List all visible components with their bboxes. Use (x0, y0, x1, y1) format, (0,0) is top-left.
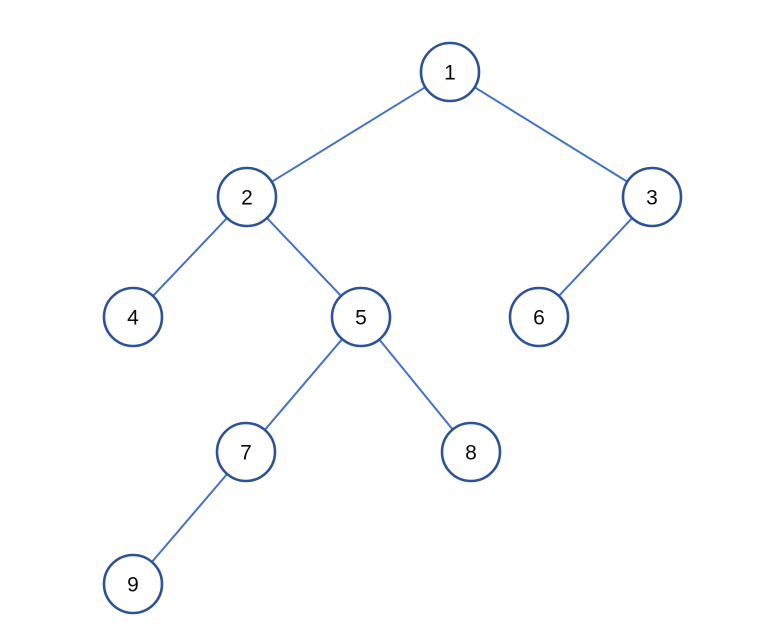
node-label-2: 2 (241, 187, 253, 210)
node-circle-7[interactable] (215, 421, 277, 483)
node-circle-2[interactable] (216, 166, 278, 228)
node-circle-8[interactable] (440, 421, 502, 483)
tree-node-4[interactable]: 4 (102, 286, 164, 348)
tree-edge-1-3 (473, 86, 629, 183)
tree-edge-1-2 (270, 86, 427, 183)
tree-node-6[interactable]: 6 (508, 286, 570, 348)
nodes-layer: 1 2 3 4 5 6 7 8 9 (102, 41, 683, 615)
tree-node-8[interactable]: 8 (440, 421, 502, 483)
tree-edge-5-8 (378, 338, 454, 431)
node-circle-4[interactable] (102, 286, 164, 348)
node-label-3: 3 (646, 187, 658, 210)
node-label-9: 9 (127, 574, 139, 597)
node-label-8: 8 (465, 442, 477, 465)
node-label-7: 7 (240, 442, 252, 465)
node-circle-1[interactable] (419, 41, 481, 103)
tree-edge-3-6 (557, 217, 634, 297)
node-label-6: 6 (533, 307, 545, 330)
tree-edge-5-7 (263, 338, 344, 431)
node-label-4: 4 (127, 307, 139, 330)
node-circle-3[interactable] (621, 166, 683, 228)
tree-node-2[interactable]: 2 (216, 166, 278, 228)
tree-node-5[interactable]: 5 (330, 286, 392, 348)
tree-node-1[interactable]: 1 (419, 41, 481, 103)
tree-node-9[interactable]: 9 (102, 553, 164, 615)
node-circle-9[interactable] (102, 553, 164, 615)
node-label-1: 1 (444, 62, 456, 85)
node-label-5: 5 (355, 307, 367, 330)
node-circle-5[interactable] (330, 286, 392, 348)
tree-edge-2-4 (151, 217, 229, 297)
node-circle-6[interactable] (508, 286, 570, 348)
tree-node-3[interactable]: 3 (621, 166, 683, 228)
tree-edge-2-5 (265, 217, 343, 297)
tree-node-7[interactable]: 7 (215, 421, 277, 483)
edges-layer (150, 86, 634, 563)
tree-edge-7-9 (150, 473, 229, 563)
